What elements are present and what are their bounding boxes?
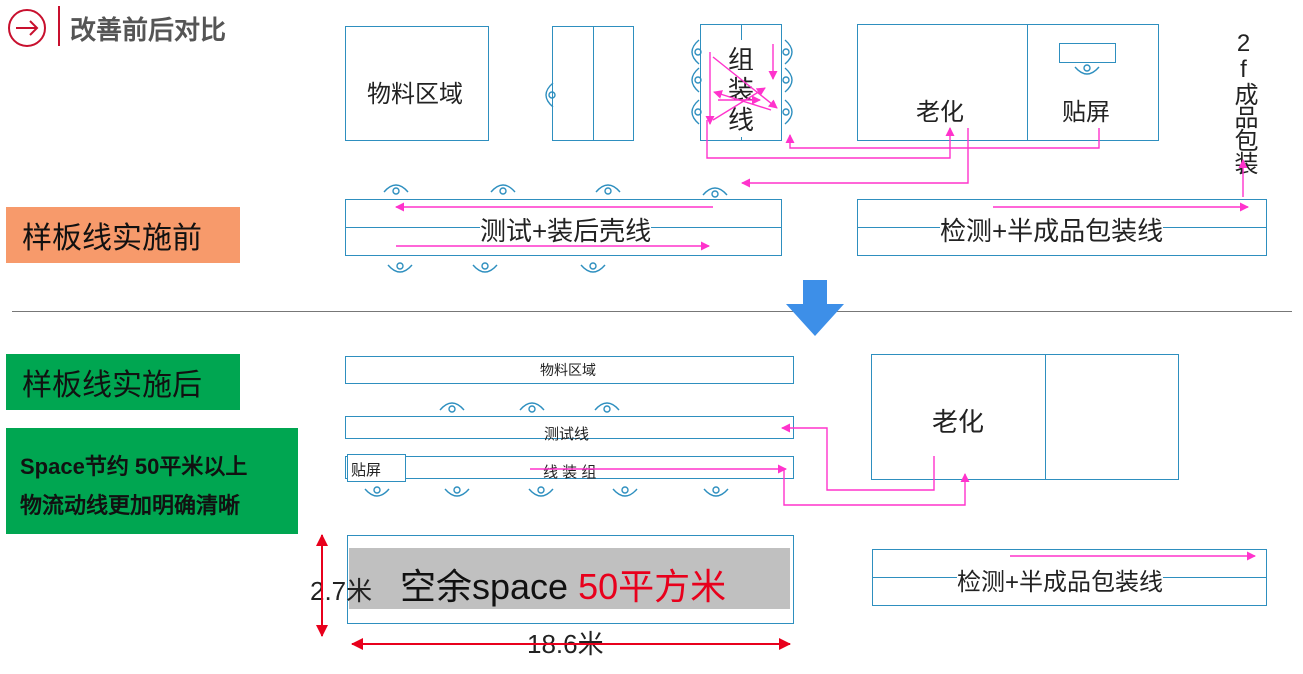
section-separator xyxy=(12,311,1292,312)
after-tag: 样板线实施后 xyxy=(6,354,240,410)
after-assembly-line-label: 线 装 组 xyxy=(543,464,597,481)
header-icon-wrap xyxy=(6,8,50,48)
operator-icon xyxy=(364,486,390,497)
operator-icon xyxy=(782,99,793,125)
before-rack-divider xyxy=(593,26,594,141)
benefit-line-2: 物流动线更加明确清晰 xyxy=(20,493,241,518)
before-tag: 样板线实施前 xyxy=(6,207,240,263)
down-arrow-icon xyxy=(786,280,844,336)
before-screen-device xyxy=(1059,43,1116,63)
width-dimension-label: 18.6米 xyxy=(527,629,604,659)
operator-icon xyxy=(580,262,606,273)
circle-arrow-right-icon xyxy=(8,9,46,47)
operator-icon xyxy=(703,486,729,497)
before-screen-label: 贴屏 xyxy=(1062,99,1110,126)
before-material-area-label: 物料区域 xyxy=(367,81,463,108)
operator-icon xyxy=(444,486,470,497)
after-test-line-label: 测试线 xyxy=(544,426,590,443)
operator-icon xyxy=(528,486,554,497)
after-aging-divider xyxy=(1045,354,1046,480)
before-aging-label: 老化 xyxy=(916,99,964,126)
operator-icon xyxy=(595,184,621,195)
spare-space-text: 空余space xyxy=(400,566,579,607)
operator-icon xyxy=(439,402,465,413)
after-inspect-pack-label: 检测+半成品包装线 xyxy=(957,562,1164,597)
height-dimension-label: 2.7米 xyxy=(310,576,373,606)
before-aging-divider xyxy=(1027,24,1028,141)
after-screen-station xyxy=(347,454,406,482)
operator-icon xyxy=(387,262,413,273)
spare-space-label: 空余space 50平方米 xyxy=(400,558,726,610)
operator-icon xyxy=(594,402,620,413)
operator-icon xyxy=(612,486,638,497)
operator-icon xyxy=(702,187,728,198)
after-material-area xyxy=(345,356,794,384)
header-divider xyxy=(58,6,60,46)
spare-space-highlight: 50平方米 xyxy=(578,566,727,607)
operator-icon xyxy=(383,184,409,195)
benefit-line-1: Space节约 50平米以上 xyxy=(20,454,248,479)
before-assembly-char-3: 线 xyxy=(728,100,755,137)
after-material-area-label: 物料区域 xyxy=(540,362,596,378)
operator-icon xyxy=(782,39,793,65)
after-aging-area xyxy=(871,354,1179,480)
operator-icon xyxy=(782,67,793,93)
spare-space-fill xyxy=(349,548,790,609)
page-title: 改善前后对比 xyxy=(70,15,227,45)
before-inspect-pack-label: 检测+半成品包装线 xyxy=(940,211,1164,248)
before-2f-packaging: 2f成品包装 xyxy=(1230,30,1257,174)
benefit-box xyxy=(6,428,298,534)
before-material-area xyxy=(345,26,489,141)
after-screen-label: 贴屏 xyxy=(351,462,382,479)
before-aging-area xyxy=(857,24,1159,141)
before-test-shell-label: 测试+装后壳线 xyxy=(480,211,652,248)
operator-icon xyxy=(519,402,545,413)
operator-icon xyxy=(472,262,498,273)
after-aging-label: 老化 xyxy=(932,407,985,437)
operator-icon xyxy=(490,184,516,195)
